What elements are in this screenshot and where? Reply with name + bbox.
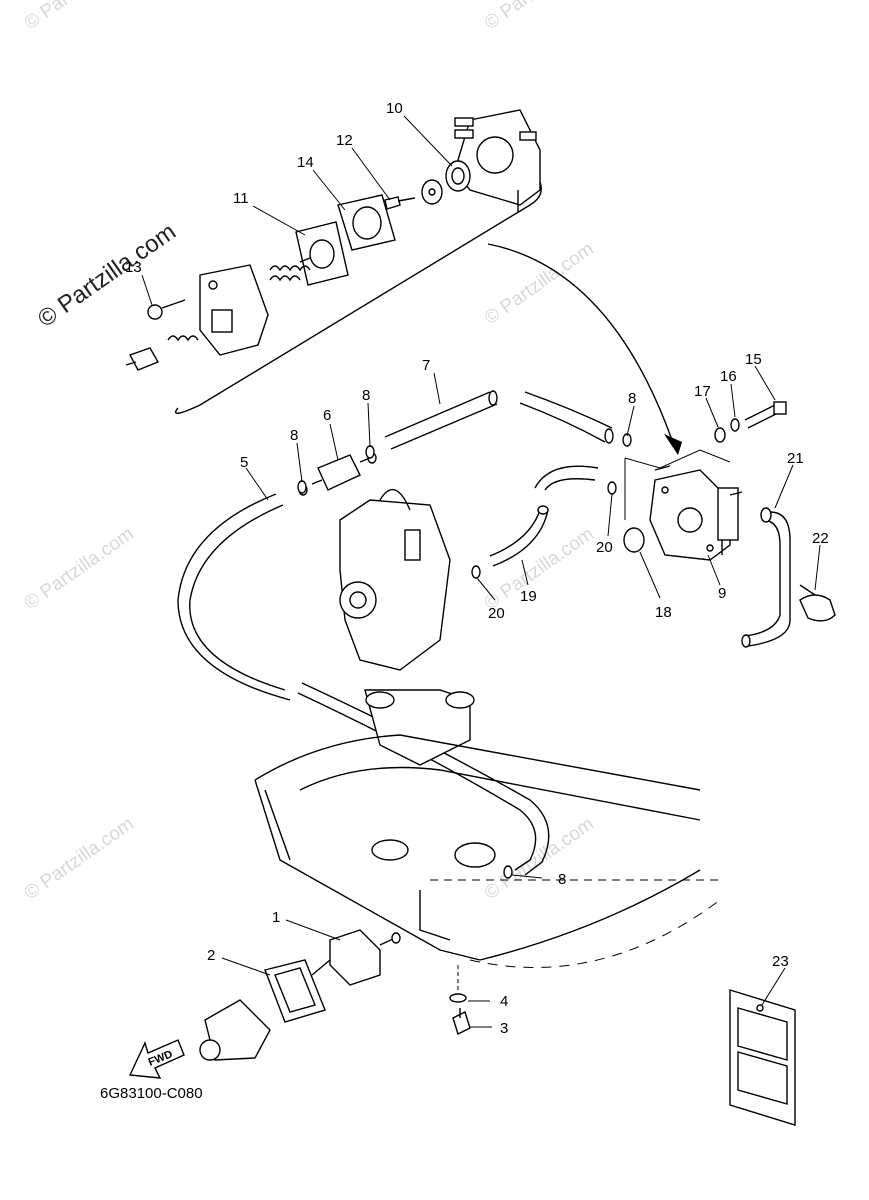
- callout-23: 23: [772, 953, 789, 970]
- breakout-bracket-line: [174, 181, 542, 414]
- callout-19: 19: [520, 588, 537, 605]
- callout-11: 11: [233, 190, 249, 207]
- watermark: © Partzilla.com: [481, 0, 598, 34]
- part-6-fuel-filter: [298, 452, 377, 496]
- callout-13: 13: [125, 259, 142, 276]
- watermark: © Partzilla.com: [481, 238, 598, 329]
- callout-8b: 8: [290, 427, 298, 444]
- callout-3: 3: [500, 1020, 508, 1037]
- callout-20a: 20: [596, 539, 613, 556]
- callout-20b: 20: [488, 605, 505, 622]
- callout-1: 1: [272, 909, 280, 926]
- part-21-hose: [741, 507, 791, 648]
- part-3-bolt: [452, 1008, 471, 1035]
- callout-18: 18: [655, 604, 672, 621]
- callout-10: 10: [386, 100, 403, 117]
- carburetor: [339, 488, 475, 766]
- watermark: © Partzilla.com: [21, 813, 138, 904]
- part-12-diaphragm-screw: [384, 179, 443, 210]
- part-17-washer: [714, 427, 726, 443]
- part-5-fuel-hose: [177, 493, 550, 876]
- callout-7: 7: [422, 357, 430, 374]
- bottom-cowling: [254, 734, 721, 968]
- callout-6: 6: [323, 407, 331, 424]
- part-15-bolt: [744, 401, 787, 429]
- check-valve-spring: [125, 335, 199, 371]
- callout-2: 2: [207, 947, 215, 964]
- watermark: © Partzilla.com: [21, 0, 138, 34]
- breakout-arrow-curve: [487, 243, 673, 441]
- part-10-gasket: [445, 160, 471, 192]
- part-19-hose: [489, 465, 599, 567]
- part-23-caution-label: [729, 989, 796, 1126]
- part-1-fuel-connector: [311, 929, 401, 986]
- fuel-joint: [199, 999, 271, 1061]
- part-13-screw: [147, 299, 186, 320]
- callout-22: 22: [812, 530, 829, 547]
- part-9-fuel-pump: [624, 449, 743, 561]
- part-10-pump-top-housing: [454, 109, 541, 212]
- callout-4: 4: [500, 993, 508, 1010]
- part-11-diaphragm-assembly: [269, 221, 349, 286]
- leader-lines: [141, 115, 821, 1028]
- callout-16: 16: [720, 368, 737, 385]
- watermark: © Partzilla.com: [481, 813, 598, 904]
- callout-15: 15: [745, 351, 762, 368]
- part-16-washer: [730, 418, 740, 432]
- callout-8a: 8: [362, 387, 370, 404]
- pump-breakout-group: [174, 181, 682, 455]
- callout-5: 5: [240, 454, 248, 471]
- part-4-washer: [449, 965, 467, 1003]
- callout-8d: 8: [558, 871, 566, 888]
- callout-8c: 8: [628, 390, 636, 407]
- diagram-code: 6G83100-C080: [100, 1085, 203, 1102]
- callout-9: 9: [718, 585, 726, 602]
- callout-12: 12: [336, 132, 353, 149]
- watermark: © Partzilla.com: [21, 523, 138, 614]
- watermark: © Partzilla.com: [481, 523, 598, 614]
- callout-14: 14: [297, 154, 314, 171]
- forward-direction-arrow: FWD: [128, 1039, 185, 1079]
- callout-21: 21: [787, 450, 804, 467]
- part-18-o-ring: [623, 527, 645, 553]
- pump-bottom-body: [199, 264, 269, 356]
- callout-labels: 1 2 3 4 5 6 7 8 8 8 8 9 10 11 12 13 14 1…: [125, 100, 829, 1037]
- part-14-gasket-plate: [337, 194, 396, 251]
- callout-17: 17: [694, 383, 711, 400]
- part-22-clip: [799, 584, 836, 622]
- part-2-grommet: [264, 959, 326, 1023]
- part-7-hose: [384, 390, 614, 450]
- breakout-arrow-head: [664, 434, 682, 455]
- hose-clip-parts: [297, 433, 632, 879]
